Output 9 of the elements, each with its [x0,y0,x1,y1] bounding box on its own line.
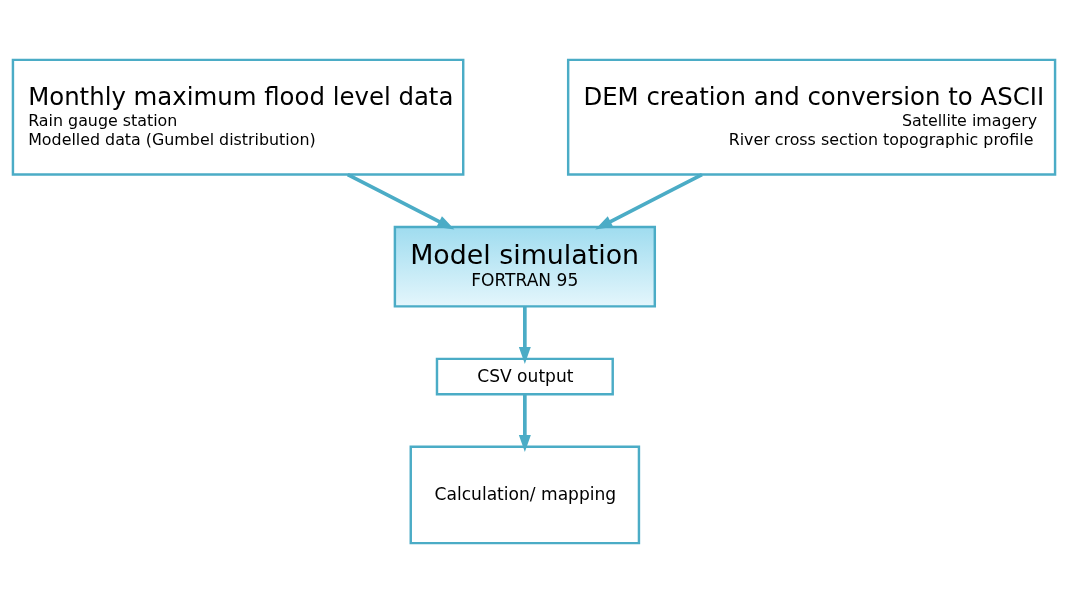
node-box: Monthly maximum flood level data Rain gauge station Modelled data (Gumbel distribution) [11,58,465,176]
node-box: Calculation/ mapping [409,445,641,545]
arrow [518,394,531,453]
node-box: DEM creation and conversion to ASCII Satellite imagery River cross section topographic profile [566,58,1057,176]
arrow [595,173,703,230]
node-box: CSV output [435,357,614,396]
node-box: Model simulation FORTRAN 95 [393,225,657,308]
arrow [346,173,455,230]
arrow [518,306,531,365]
